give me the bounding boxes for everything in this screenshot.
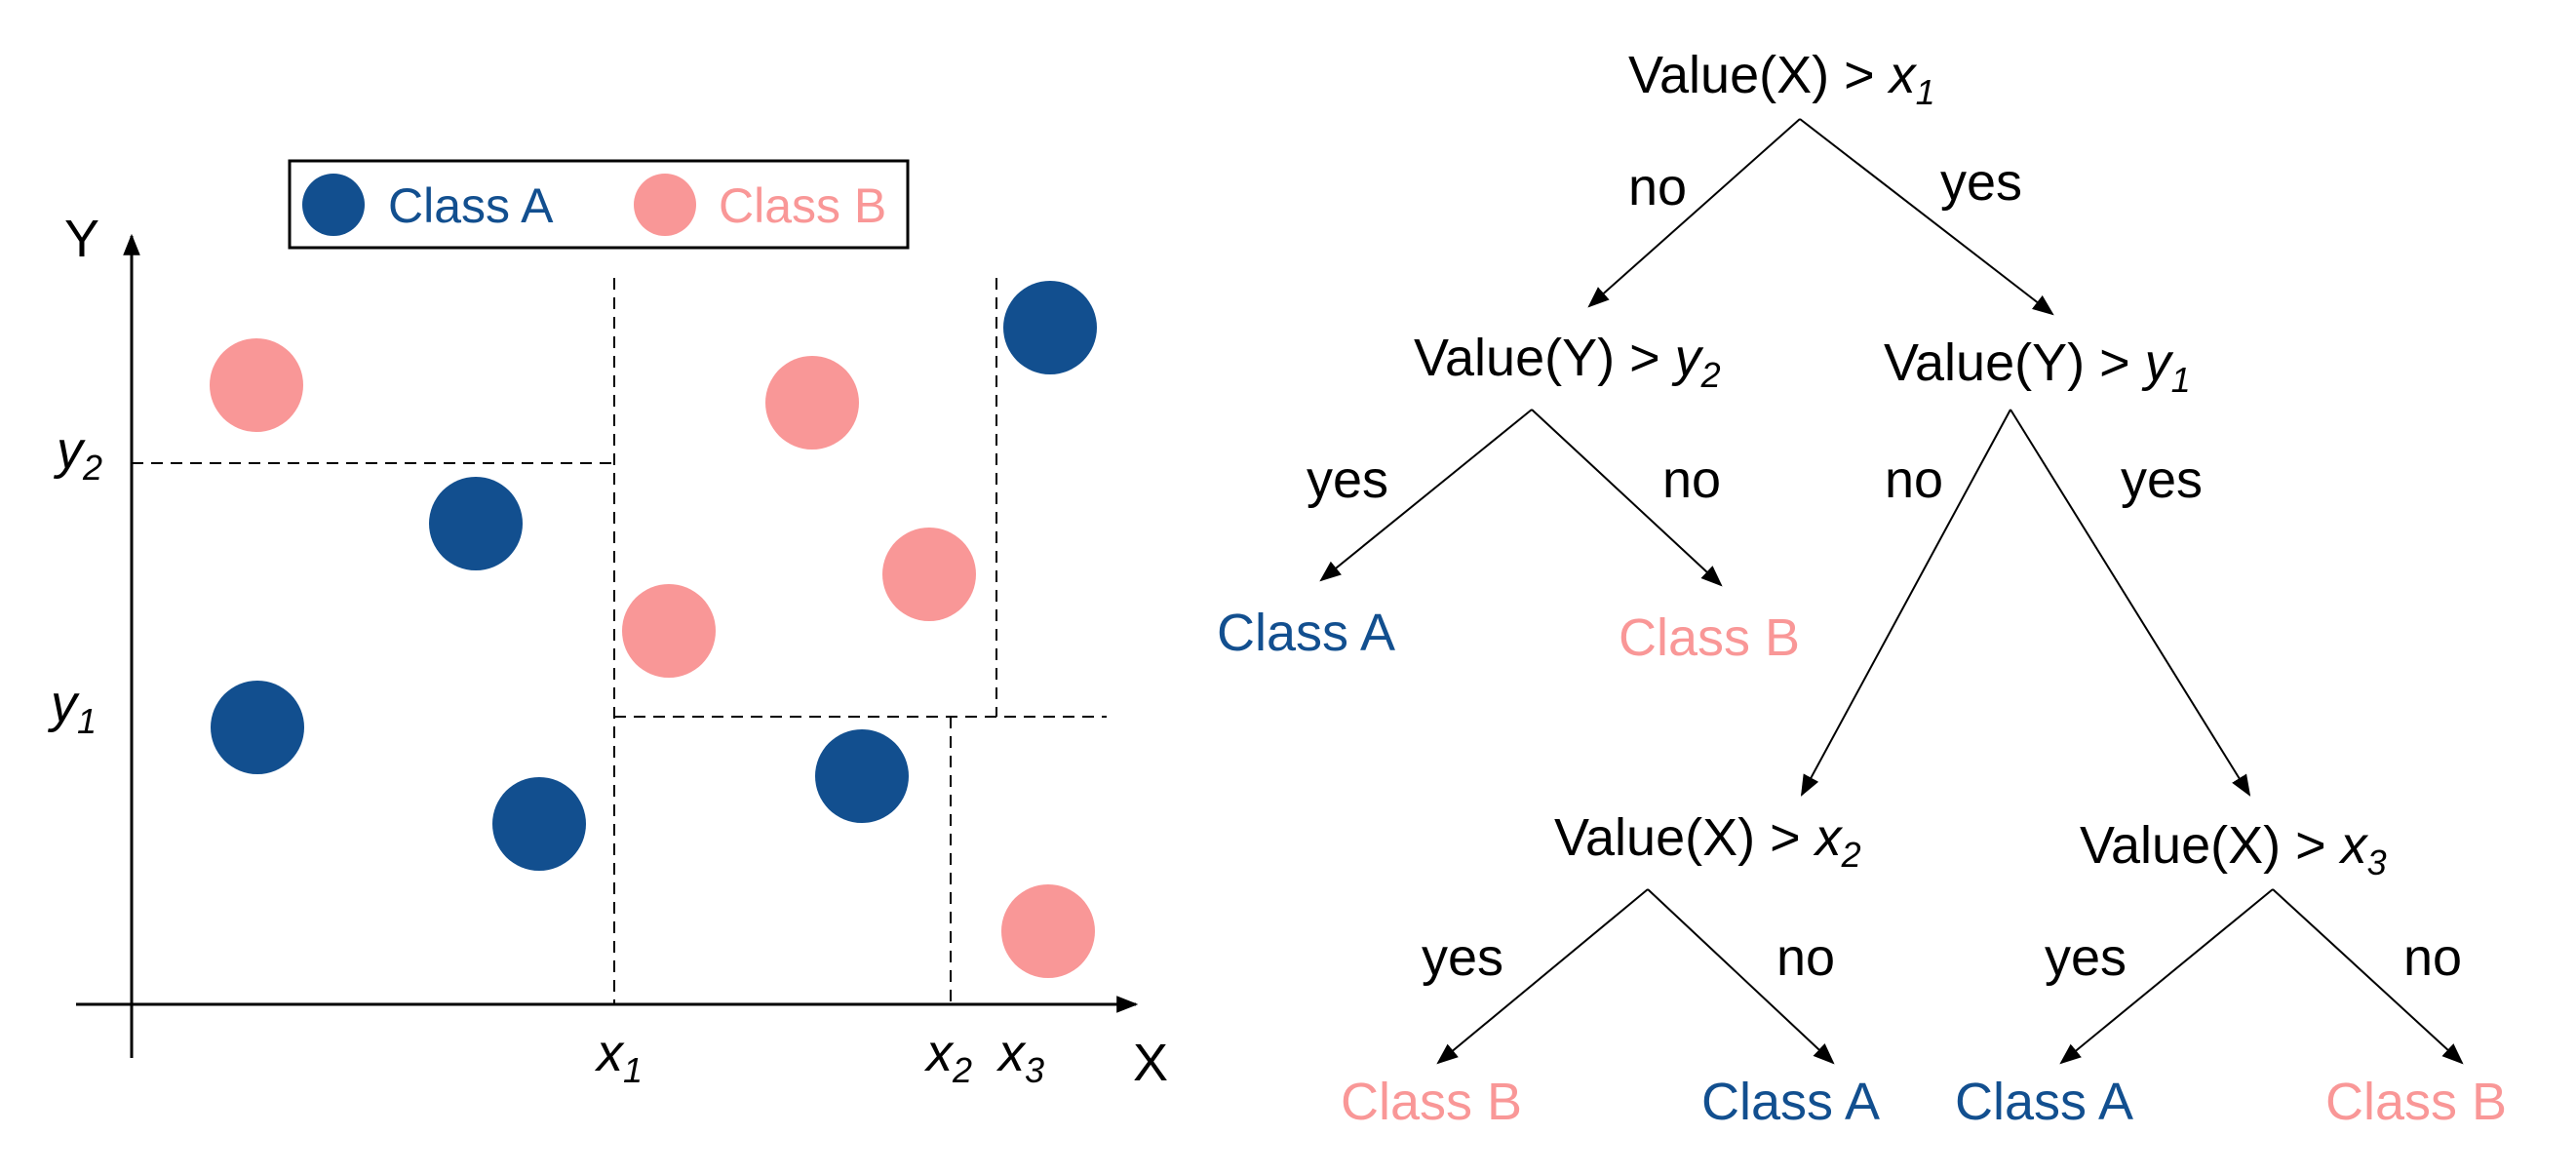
data-points [210,281,1097,978]
edge-label-rl-leaf1: yes [1422,928,1503,987]
leaf-left-leaf1: Class A [1217,604,1395,662]
node-right: Value(Y) > y1 [1884,333,2191,400]
edge-rr-leaf1 [2059,888,2274,1065]
x-tick-x2: x2 [923,1024,972,1090]
scatter-panel: X Y x1 x2 x3 y2 y1 Class A Class B [47,159,1168,1092]
edge-right-rr [2010,409,2251,797]
leaf-left-leaf2: Class B [1619,608,1800,667]
edge-root-left [1587,118,1801,308]
point-class-a [492,777,586,871]
partition-lines [132,278,1107,1004]
x-axis-label: X [1133,1034,1168,1092]
legend-class-a-marker [302,174,365,236]
edge-right-rl [1800,409,2011,797]
edge-left-leaf2 [1531,409,1723,587]
edge-label-left-leaf2: no [1662,450,1721,509]
leaf-rr-leaf2: Class B [2325,1073,2507,1131]
point-class-b [882,528,976,621]
point-class-b [1001,884,1095,978]
edge-label-rr-leaf1: yes [2045,928,2127,987]
node-root: Value(X) > x1 [1628,46,1935,112]
point-class-a [815,729,909,823]
edge-rr-leaf2 [2272,888,2464,1065]
point-class-a [211,681,304,774]
edge-label-left-leaf1: yes [1307,450,1388,509]
edge-rl-leaf2 [1647,888,1835,1065]
legend-class-a-label: Class A [388,178,554,233]
leaf-rr-leaf1: Class A [1955,1073,2133,1131]
point-class-a [1003,281,1097,374]
edge-rl-leaf1 [1436,888,1649,1065]
edge-label-root-right: yes [1940,153,2022,212]
node-rr: Value(X) > x3 [2080,816,2387,882]
legend-box [288,159,910,250]
point-class-b [622,584,716,678]
leaf-rl-leaf1: Class B [1341,1073,1522,1131]
legend: Class A Class B [288,159,910,250]
edge-label-rr-leaf2: no [2403,928,2462,987]
y-tick-y1: y1 [47,675,97,741]
decision-tree: Value(X) > x1 Value(Y) > y2 Value(Y) > y… [1217,46,2507,1131]
edge-label-root-left: no [1628,158,1687,216]
edge-left-leaf1 [1319,409,1533,582]
edge-label-right-rr: yes [2121,450,2203,509]
point-class-b [210,338,303,432]
point-class-b [765,356,859,450]
edge-label-rl-leaf2: no [1776,928,1835,987]
y-axis-label: Y [64,210,99,268]
leaf-rl-leaf2: Class A [1701,1073,1880,1131]
legend-class-b-label: Class B [719,178,886,233]
node-rl: Value(X) > x2 [1554,808,1861,875]
point-class-a [429,477,523,570]
legend-class-b-marker [634,174,696,236]
x-tick-x1: x1 [594,1024,643,1090]
edge-root-right [1799,118,2054,316]
x-tick-x3: x3 [995,1024,1044,1090]
node-left: Value(Y) > y2 [1414,329,1721,395]
y-tick-y2: y2 [53,421,102,488]
edge-label-right-rl: no [1885,450,1943,509]
